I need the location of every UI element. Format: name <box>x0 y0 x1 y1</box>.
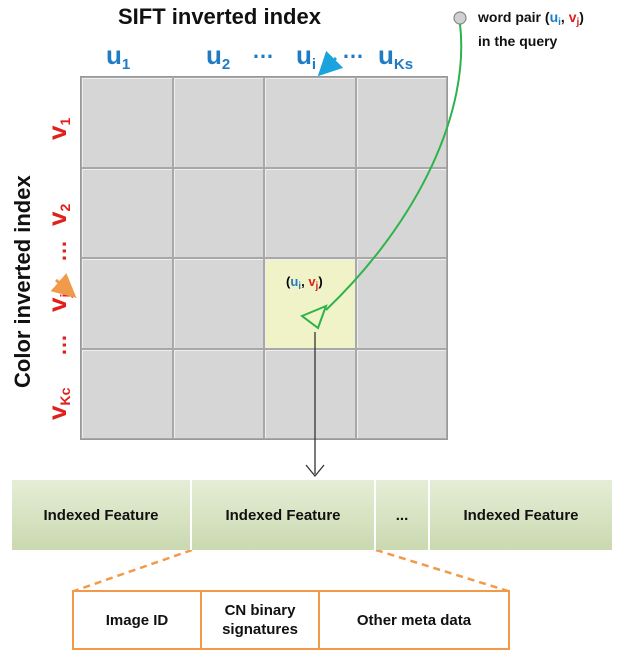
grid-cell <box>81 258 173 349</box>
grid-cell <box>355 167 447 258</box>
grid-cell <box>81 77 173 168</box>
posting-list: Indexed Feature Indexed Feature ... Inde… <box>12 480 612 550</box>
grid-cell <box>264 348 356 439</box>
grid-cell <box>355 258 447 349</box>
indexed-feature-cell: Indexed Feature <box>430 480 612 550</box>
query-word-pair-legend: word pair (ui, vj) in the query <box>478 8 584 50</box>
query-curve <box>325 23 463 311</box>
column-label-u2: u2 <box>206 40 231 73</box>
column-ellipsis-1: … <box>252 38 274 63</box>
query-arrowhead-icon <box>300 304 328 330</box>
expand-line-left <box>73 548 193 593</box>
column-label-uks: uKs <box>378 40 414 73</box>
column-label-u1: u1 <box>106 40 131 73</box>
cell-to-list-arrow-icon <box>305 464 325 478</box>
posting-list-ellipsis: ... <box>376 480 430 550</box>
highlighted-cell <box>264 258 356 349</box>
cell-pair-label: (ui, vj) <box>286 274 323 292</box>
grid-cell <box>172 258 264 349</box>
grid-cell <box>81 167 173 258</box>
column-ellipsis-2: … <box>342 38 364 63</box>
legend-circle-icon <box>453 11 467 25</box>
vj-arrow-icon <box>50 273 77 298</box>
grid-cell <box>81 348 173 439</box>
image-id-field: Image ID <box>74 592 202 648</box>
indexed-feature-cell: Indexed Feature <box>12 480 192 550</box>
ui-arrow-icon <box>317 50 344 77</box>
grid-cell <box>172 77 264 168</box>
legend-line-2: in the query <box>478 33 558 49</box>
legend-line-1: word pair (ui, vj) <box>478 9 584 28</box>
other-meta-field: Other meta data <box>356 611 472 629</box>
column-label-ui: ui <box>296 40 317 73</box>
sift-index-title: SIFT inverted index <box>118 4 321 29</box>
grid-cell <box>172 167 264 258</box>
grid-cell <box>172 348 264 439</box>
inverted-index-grid <box>80 76 448 440</box>
grid-cell <box>264 77 356 168</box>
grid-cell <box>264 167 356 258</box>
grid-cell <box>355 77 447 168</box>
indexed-feature-cell: Indexed Feature <box>192 480 376 550</box>
expand-line-right <box>375 548 509 593</box>
grid-cell <box>355 348 447 439</box>
